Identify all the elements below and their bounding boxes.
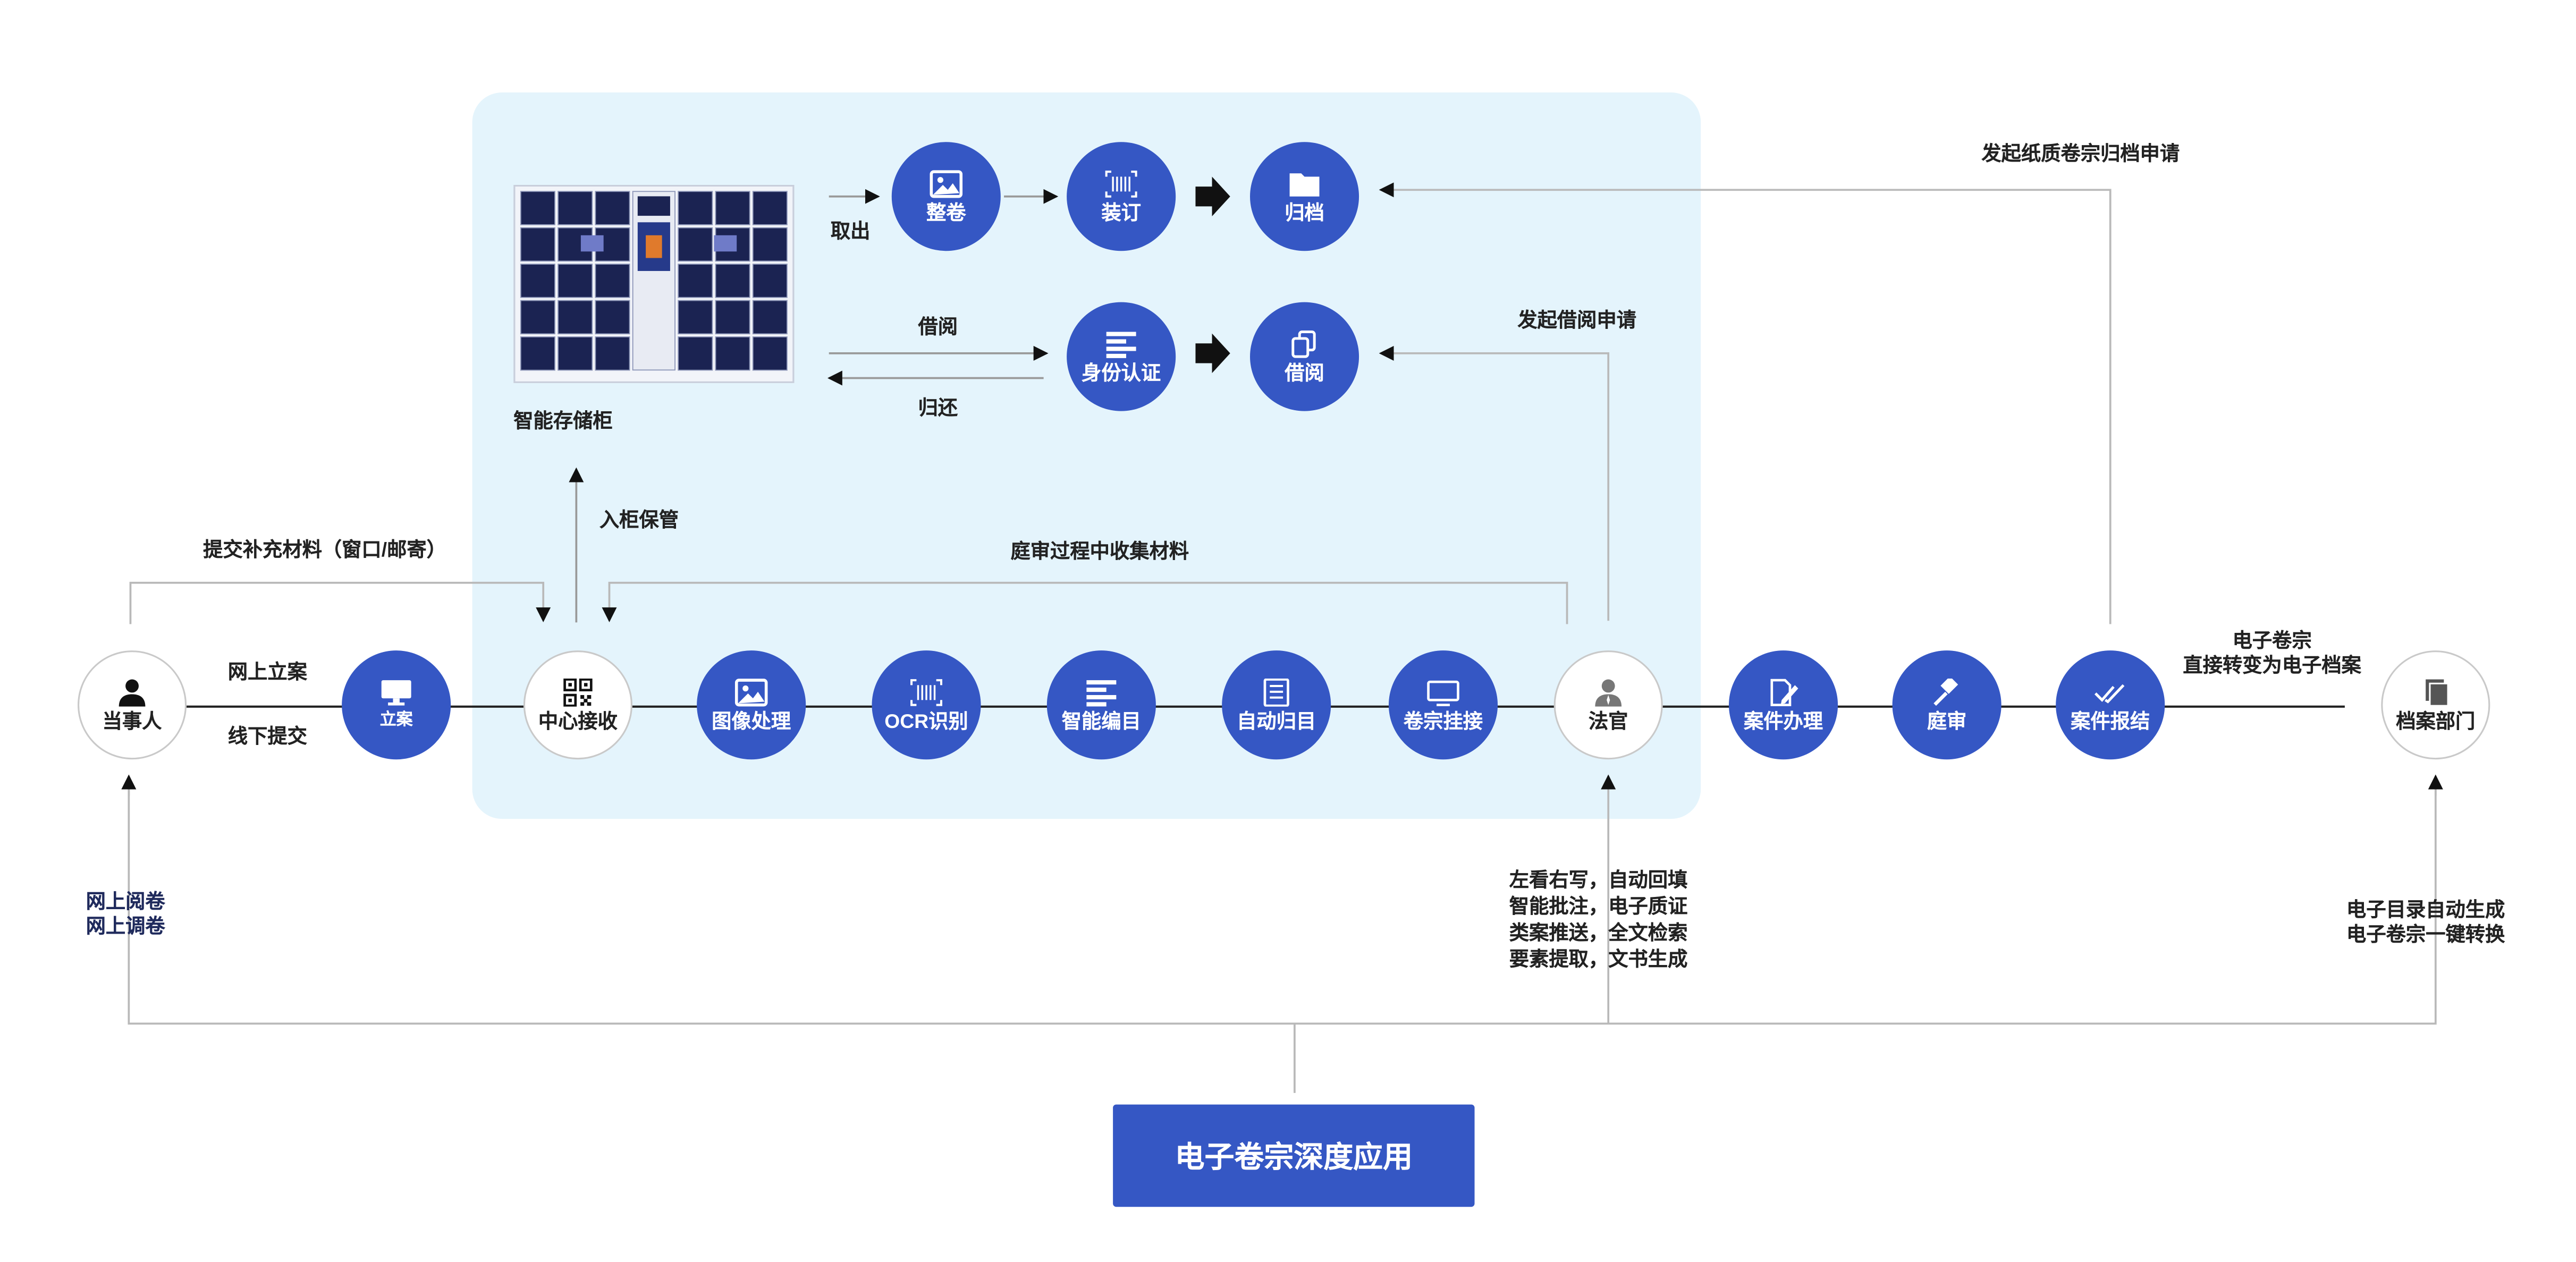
- node-hearing[interactable]: 庭审: [1892, 650, 2001, 760]
- node-identity[interactable]: 身份认证: [1067, 302, 1176, 411]
- screen-icon: [1427, 680, 1459, 706]
- deep-application-button[interactable]: 电子卷宗深度应用: [1113, 1104, 1475, 1207]
- node-label: 立案: [379, 710, 413, 729]
- node-ocr[interactable]: OCR识别: [872, 650, 981, 760]
- archive-feature-line: 电子卷宗一键转换: [2346, 922, 2505, 946]
- archive-features-label: 电子目录自动生成 电子卷宗一键转换: [2346, 898, 2505, 947]
- judge-feature-line: 要素提取，文书生成: [1509, 947, 1688, 971]
- copy-icon: [1291, 329, 1316, 358]
- barcode-icon: [910, 678, 943, 706]
- image-icon: [930, 169, 963, 197]
- node-filing[interactable]: 立案: [342, 650, 451, 760]
- return-arrow-label: 归还: [918, 396, 958, 420]
- archive-feature-line: 电子目录自动生成: [2346, 898, 2505, 921]
- node-borrow[interactable]: 借阅: [1249, 302, 1359, 411]
- node-auto-catalog[interactable]: 自动归目: [1222, 650, 1331, 760]
- lines-icon: [1086, 679, 1117, 706]
- lines-icon: [1106, 331, 1136, 358]
- node-label: 身份认证: [1082, 360, 1161, 384]
- qrcode-icon: [563, 677, 593, 706]
- store-label: 入柜保管: [599, 508, 679, 532]
- e-case-line: 电子卷宗: [2232, 629, 2312, 653]
- supplement-label: 提交补充材料（窗口/邮寄）: [203, 538, 446, 562]
- judge-feature-line: 智能批注，电子质证: [1509, 894, 1688, 918]
- monitor-icon: [381, 679, 411, 705]
- node-case-handling[interactable]: 案件办理: [1729, 650, 1838, 760]
- node-case-linking[interactable]: 卷宗挂接: [1388, 650, 1498, 760]
- node-archive-department[interactable]: 档案部门: [2381, 650, 2490, 760]
- node-archive[interactable]: 归档: [1249, 142, 1359, 251]
- node-judge[interactable]: 法官: [1553, 650, 1663, 760]
- smart-cabinet-image: [513, 184, 795, 383]
- node-label: 智能编目: [1061, 709, 1141, 732]
- judge-feature-line: 类案推送，全文检索: [1509, 921, 1688, 945]
- paper-archive-label: 发起纸质卷宗归档申请: [1981, 142, 2180, 165]
- node-center-receive[interactable]: 中心接收: [523, 650, 632, 760]
- e-case-line: 直接转变为电子档案: [2183, 654, 2362, 677]
- online-filing-label: 网上立案: [227, 660, 307, 684]
- barcode-icon: [1105, 170, 1137, 197]
- judge-features-label: 左看右写，自动回填 智能批注，电子质证 类案推送，全文检索 要素提取，文书生成: [1509, 867, 1688, 972]
- take-out-label: 取出: [830, 219, 871, 243]
- e-case-label: 电子卷宗 直接转变为电子档案: [2170, 629, 2375, 679]
- node-label: 庭审: [1927, 709, 1967, 732]
- node-label: 自动归目: [1237, 709, 1316, 732]
- online-read-line: 网上调卷: [86, 914, 165, 938]
- node-label: 图像处理: [712, 709, 791, 732]
- person-icon: [119, 678, 146, 706]
- judge-icon: [1595, 678, 1622, 706]
- files-icon: [2426, 678, 2449, 706]
- node-label: 档案部门: [2396, 709, 2476, 732]
- node-party[interactable]: 当事人: [78, 650, 187, 760]
- node-label: 案件报结: [2071, 709, 2150, 732]
- online-read-label: 网上阅卷 网上调卷: [86, 890, 165, 939]
- gavel-icon: [1933, 677, 1958, 705]
- document-icon: [1263, 677, 1289, 706]
- node-label: 法官: [1588, 709, 1628, 732]
- folder-icon: [1289, 172, 1320, 196]
- online-read-line: 网上阅卷: [86, 890, 165, 913]
- check-icon: [2094, 683, 2125, 703]
- offline-submit-label: 线下提交: [227, 724, 307, 748]
- node-label: 当事人: [102, 709, 162, 732]
- node-label: 中心接收: [538, 709, 618, 732]
- node-image-processing[interactable]: 图像处理: [697, 650, 806, 760]
- node-label: OCR识别: [884, 709, 968, 732]
- node-label: 卷宗挂接: [1403, 709, 1483, 732]
- node-label: 整卷: [926, 200, 966, 224]
- borrow-request-label: 发起借阅申请: [1517, 309, 1637, 332]
- node-label: 装订: [1101, 200, 1141, 224]
- hearing-collect-label: 庭审过程中收集材料: [1010, 539, 1189, 563]
- cabinet-label: 智能存储柜: [513, 409, 613, 433]
- node-smart-catalog[interactable]: 智能编目: [1046, 650, 1156, 760]
- node-label: 归档: [1285, 200, 1324, 224]
- image-icon: [734, 677, 768, 706]
- node-label: 借阅: [1285, 360, 1324, 384]
- node-label: 案件办理: [1743, 709, 1823, 732]
- node-case-closing[interactable]: 案件报结: [2056, 650, 2165, 760]
- node-organize[interactable]: 整卷: [891, 142, 1001, 251]
- edit-icon: [1770, 678, 1798, 706]
- node-binding[interactable]: 装订: [1067, 142, 1176, 251]
- borrow-arrow-label: 借阅: [918, 315, 958, 338]
- judge-feature-line: 左看右写，自动回填: [1509, 868, 1688, 892]
